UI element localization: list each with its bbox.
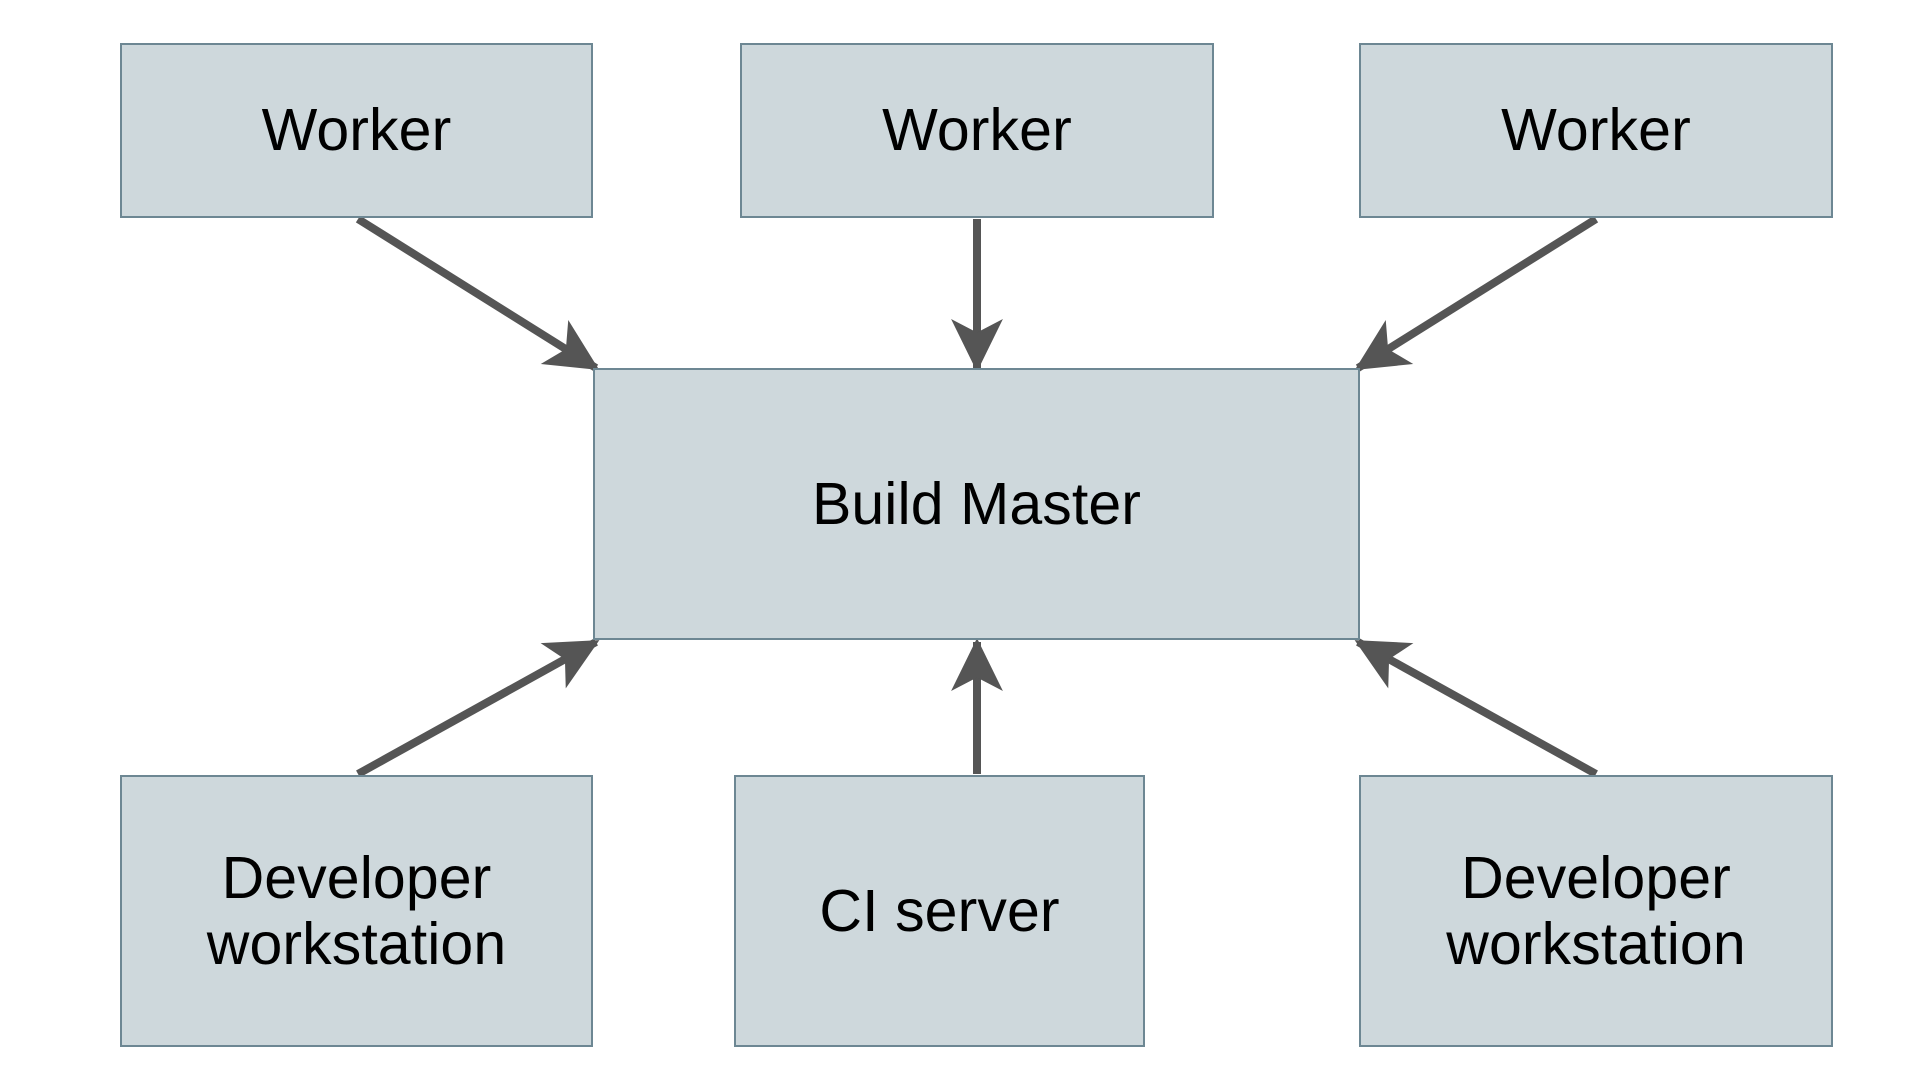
node-worker-3[interactable]: Worker	[1359, 43, 1833, 218]
node-developer-workstation-2-label: Developer workstation	[1446, 844, 1746, 977]
node-developer-workstation-1[interactable]: Developer workstation	[120, 775, 593, 1047]
node-ci-server-label: CI server	[819, 877, 1060, 944]
node-worker-2[interactable]: Worker	[740, 43, 1214, 218]
edge-developer-workstation-1-to-build-master	[356, 638, 600, 778]
node-developer-workstation-2[interactable]: Developer workstation	[1359, 775, 1833, 1047]
edge-worker-3-to-build-master	[1354, 215, 1599, 372]
node-worker-3-label: Worker	[1501, 97, 1691, 164]
edge-worker-1-to-build-master	[355, 215, 600, 372]
node-build-master-label: Build Master	[811, 470, 1142, 537]
node-developer-workstation-1-label: Developer workstation	[206, 844, 507, 977]
node-worker-1[interactable]: Worker	[120, 43, 593, 218]
node-worker-1-label: Worker	[261, 97, 452, 164]
edge-developer-workstation-2-to-build-master	[1354, 638, 1598, 778]
node-ci-server[interactable]: CI server	[734, 775, 1145, 1047]
node-build-master[interactable]: Build Master	[593, 368, 1360, 640]
node-worker-2-label: Worker	[882, 97, 1072, 164]
